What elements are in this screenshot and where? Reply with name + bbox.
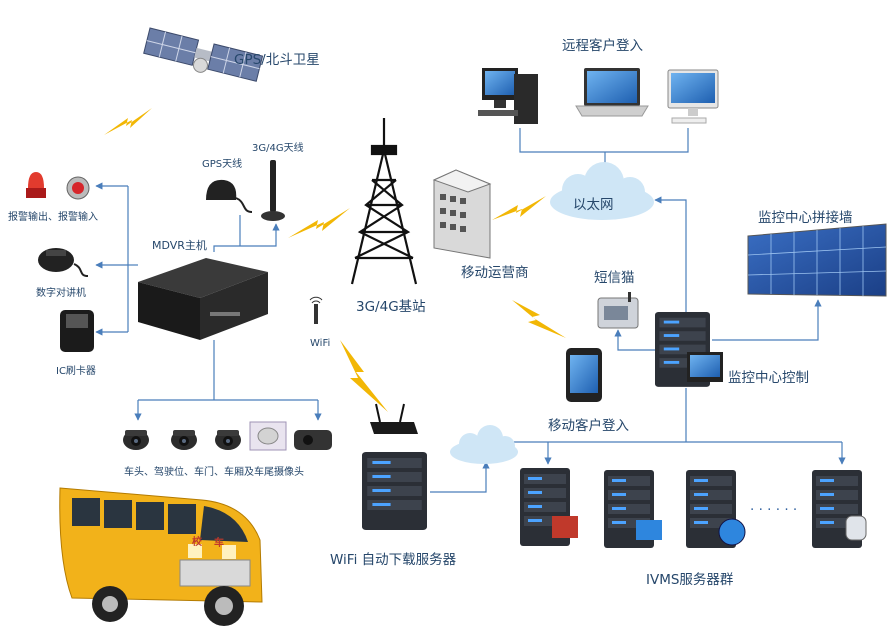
base-station-label: 3G/4G基站 [356, 299, 426, 315]
remote-desktop-icon [478, 68, 538, 124]
cameras-label: 车头、驾驶位、车门、车厢及车尾摄像头 [124, 467, 304, 478]
wifi-router-icon [370, 403, 418, 434]
camera-3-icon [215, 430, 241, 450]
ivms-server-3-icon [686, 470, 746, 548]
base-station-tower-icon [350, 118, 418, 285]
gps-satellite-label: GPS/北斗卫星 [234, 52, 320, 68]
ivms-server-4-icon [812, 470, 867, 548]
remote-imac-icon [667, 69, 719, 124]
mobile-operator-label: 移动运营商 [461, 265, 529, 281]
sms-modem-icon [597, 292, 639, 329]
wifi-label: WiFi [310, 338, 331, 349]
remote-laptop-icon [575, 68, 649, 117]
alarm-io-label: 报警输出、报警输入 [8, 212, 98, 223]
alarm-light-icon [26, 172, 46, 198]
camera-1-icon [123, 430, 149, 450]
remote-login-label: 远程客户登入 [562, 38, 643, 54]
sms-modem-label: 短信猫 [594, 270, 635, 286]
camera-5-icon [294, 430, 332, 450]
wireless-links [104, 108, 566, 412]
intercom-icon [38, 248, 89, 277]
ethernet-label: 以太网 [573, 197, 614, 213]
connector-lines [95, 128, 846, 493]
video-wall-label: 监控中心拼接墙 [758, 210, 853, 226]
ethernet-cloud-icon [550, 162, 654, 220]
video-wall-icon [747, 223, 887, 297]
antenna-3g4g-label: 3G/4G天线 [252, 143, 304, 154]
mobile-phone-icon [566, 348, 602, 402]
gps-satellite-icon [143, 27, 264, 82]
bus-sign-2: 车 [214, 538, 224, 549]
wifi-server-icon [362, 452, 427, 530]
lightning-mobile [512, 300, 566, 338]
camera-4-icon [249, 421, 287, 451]
lightning-wifi [340, 340, 388, 412]
ic-card-reader-icon [60, 310, 94, 352]
lightning-satellite [104, 108, 152, 135]
lightning-operator [492, 196, 546, 220]
server-ellipsis: · · · · · · [750, 502, 798, 518]
ic-card-label: IC刷卡器 [56, 366, 96, 377]
gps-antenna-icon [206, 179, 253, 213]
camera-2-icon [171, 430, 197, 450]
monitor-control-label: 监控中心控制 [728, 370, 809, 386]
intercom-label: 数字对讲机 [36, 288, 86, 299]
alarm-button-icon [66, 176, 90, 200]
wifi-antenna-icon [309, 296, 323, 324]
wifi-server-label: WiFi 自动下载服务器 [330, 552, 457, 568]
antenna-3g4g-icon [261, 160, 285, 221]
ivms-server-1-icon [520, 468, 578, 546]
mdvr-host-icon [138, 258, 268, 340]
mobile-login-label: 移动客户登入 [548, 418, 629, 434]
lightning-antenna [288, 208, 350, 238]
school-bus-icon [59, 487, 263, 626]
operator-building-icon [432, 169, 492, 259]
ivms-server-2-icon [604, 470, 662, 548]
gps-antenna-label: GPS天线 [202, 159, 243, 170]
monitor-control-server-icon [655, 312, 723, 387]
bus-sign-1: 校 [192, 537, 202, 548]
ivms-cluster-label: IVMS服务器群 [646, 572, 734, 588]
mdvr-host-label: MDVR主机 [152, 239, 207, 252]
server-cloud-icon [450, 425, 518, 464]
